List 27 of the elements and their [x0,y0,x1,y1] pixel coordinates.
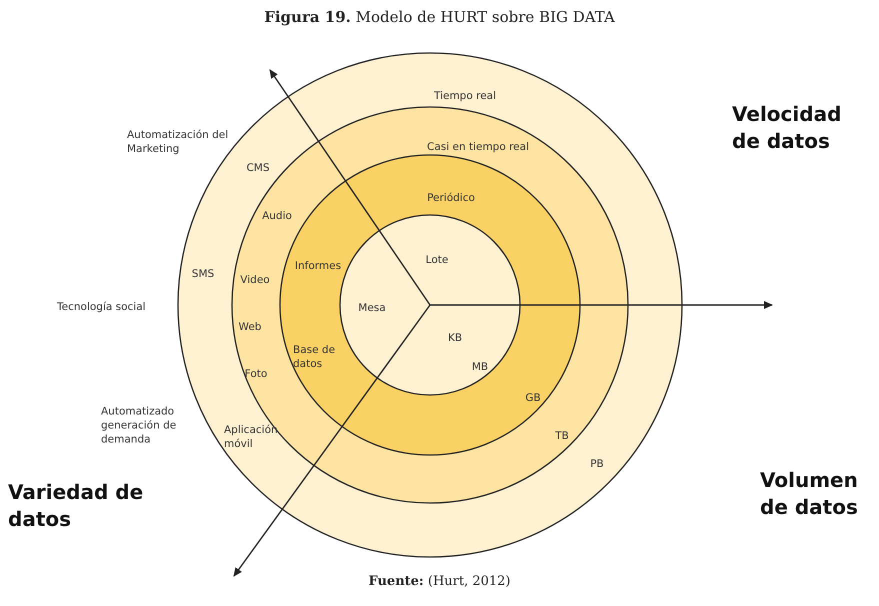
ring-label: Lote [426,252,448,268]
ring-label: Automatizado generación de demanda [101,404,178,448]
ring-label: Aplicación móvil [224,422,279,452]
figure-title: Figura 19. Modelo de HURT sobre BIG DATA [263,8,616,26]
ring-label: Periódico [427,190,475,206]
ring-label: Tiempo real [434,88,496,104]
ring-label: Base de datos [293,342,336,372]
axis-title: Velocidad de datos [732,101,842,155]
ring-label: Tecnología social [57,300,147,314]
axis-title: Variedad de datos [8,479,144,533]
ring-label: GB [525,390,541,406]
ring-label: Automatización del Marketing [127,128,230,156]
ring-label: CMS [246,160,270,176]
ring-label: SMS [192,266,214,282]
ring-label: Video [240,272,270,288]
ring-label: PB [590,456,604,472]
ring-label: KB [448,330,462,346]
source-caption: Fuente: (Hurt, 2012) [367,574,512,589]
ring-label: MB [472,360,488,374]
ring-label: TB [555,428,569,444]
ring-label: Mesa [358,300,386,316]
ring-label: Casi en tiempo real [427,140,529,154]
ring-label: Foto [244,366,268,382]
ring-label: Audio [262,208,292,224]
ring-label: Informes [294,258,342,274]
ring-label: Web [238,320,262,334]
axis-title: Volumen de datos [760,467,859,521]
